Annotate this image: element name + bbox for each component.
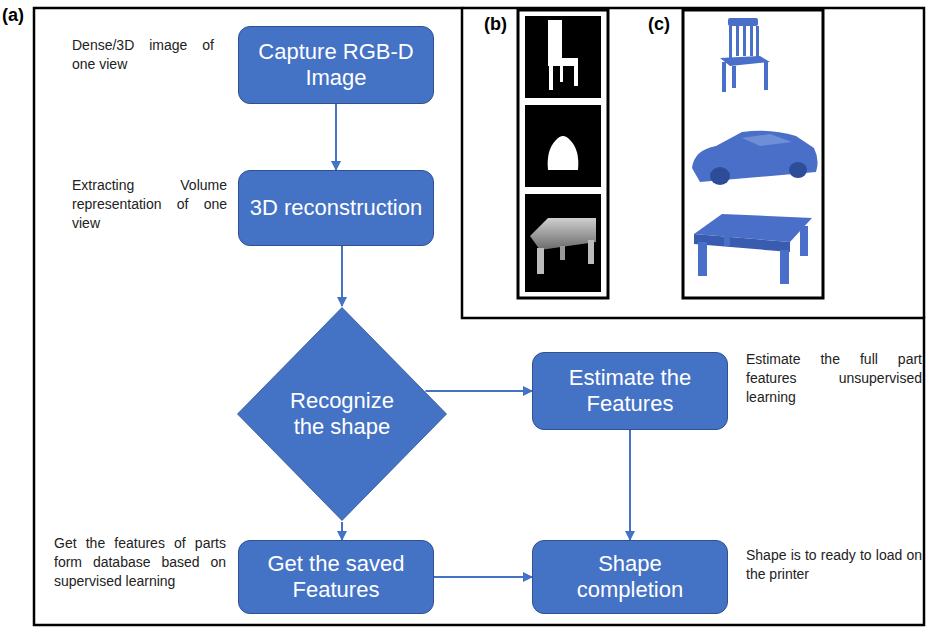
process-box: Get the saved Features — [238, 540, 434, 614]
flow-arrow — [335, 104, 337, 170]
annotation: Estimate the full part features unsuperv… — [746, 350, 922, 407]
annotation: Shape is to ready to load on the printer — [746, 546, 922, 584]
panel-b-frame — [518, 10, 608, 298]
frame-a — [34, 8, 924, 625]
depth-image — [525, 194, 601, 292]
panel-label: (a) — [2, 5, 36, 26]
flow-arrow — [341, 522, 343, 540]
chair-depth — [548, 20, 578, 90]
panel-c-frame — [683, 10, 823, 298]
process-box: 3D reconstruction — [238, 170, 434, 246]
node-label: Shape completion — [542, 551, 718, 604]
annotation: Extracting Volume representation of one … — [72, 176, 227, 233]
flow-arrow — [629, 430, 631, 540]
depth-image — [525, 16, 601, 98]
node-label: 3D reconstruction — [250, 195, 422, 221]
flow-arrow — [425, 390, 532, 392]
car-depth — [548, 136, 579, 170]
annotation: Get the features of parts form database … — [54, 534, 226, 591]
process-box: Estimate the Features — [532, 352, 728, 430]
depth-image — [525, 105, 601, 187]
annotation: Dense/3D image of one view — [72, 36, 214, 74]
flow-arrow — [341, 246, 343, 306]
flow-arrow — [434, 576, 532, 578]
node-label: Estimate the Features — [542, 365, 718, 418]
panel-label: (b) — [484, 14, 518, 35]
car-model — [692, 131, 818, 185]
panel-label: (c) — [648, 14, 682, 35]
node-label: Get the saved Features — [248, 551, 424, 604]
frame-a-top — [462, 8, 924, 318]
process-box: Shape completion — [532, 540, 728, 614]
decision-diamond: Recognize the shape — [236, 306, 448, 522]
table-depth — [530, 218, 596, 274]
node-label: Recognize the shape — [277, 388, 408, 441]
process-box: Capture RGB-D Image — [238, 26, 434, 104]
table-model — [694, 214, 812, 284]
chair-model — [720, 18, 770, 92]
node-label: Capture RGB-D Image — [248, 39, 424, 92]
